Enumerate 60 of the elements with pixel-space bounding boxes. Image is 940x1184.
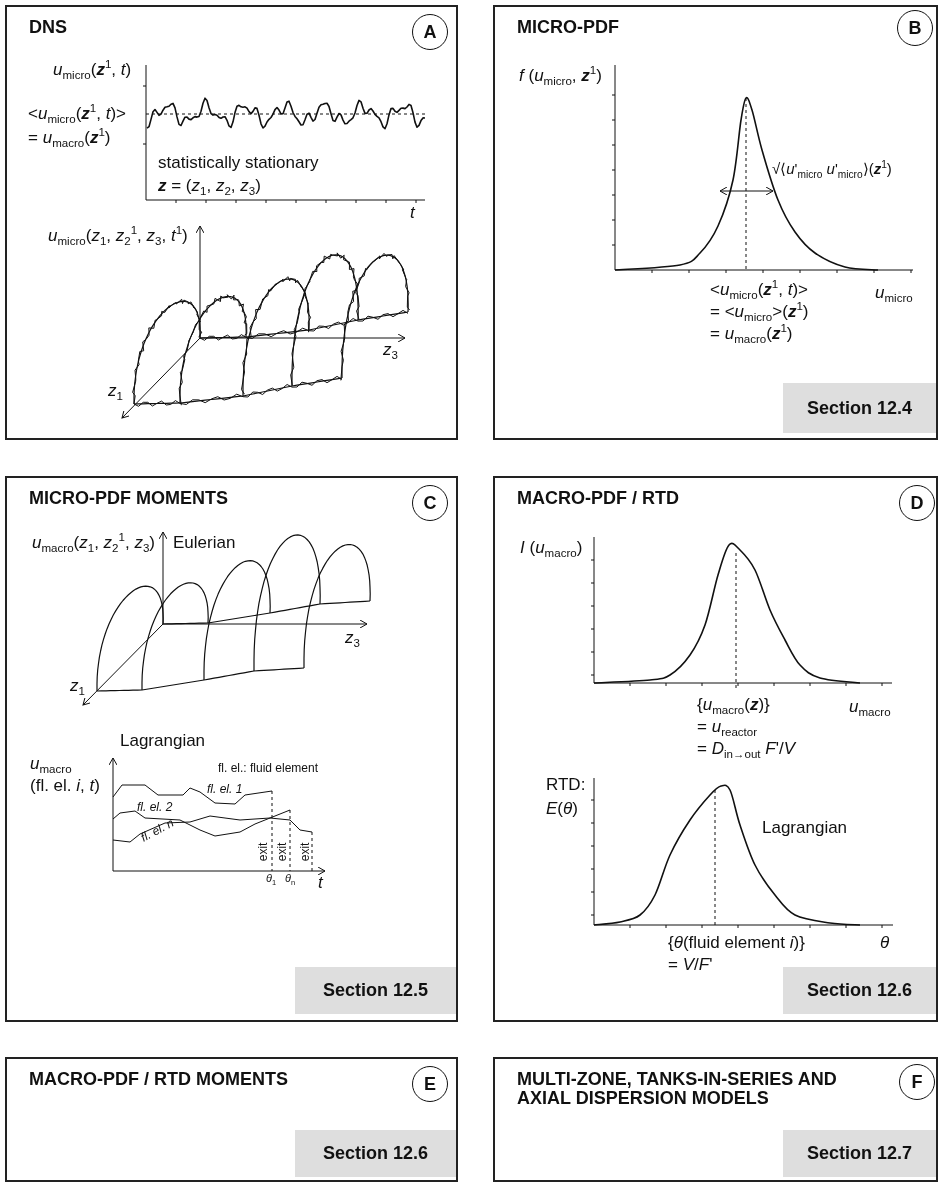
axis-label: (fl. el. i, t)	[30, 776, 100, 796]
axis-label: = u$_{macro}$(z$^{1}$)	[28, 128, 111, 148]
exit-label: exit	[276, 842, 291, 862]
panel	[493, 1057, 938, 1182]
axis-label: = V/F'	[668, 955, 713, 975]
axis-label: u$_{micro}$(z$^{1}$, t)	[53, 60, 132, 80]
annotation: statistically stationary	[158, 153, 319, 173]
axis-label: z$_{1}$	[108, 381, 123, 401]
panel-title: MULTI-ZONE, TANKS-IN-SERIES AND AXIAL DISPERSION MODELS	[517, 1070, 838, 1108]
curve-label: fl. el. n	[138, 816, 177, 846]
axis-label: θ	[880, 933, 890, 953]
axis-label: z$_{3}$	[345, 628, 360, 648]
panel	[493, 476, 938, 1022]
axis-label: I (u$_{macro}$)	[520, 538, 583, 558]
annotation: z = (z$_{1}$, z$_{2}$, z$_{3}$)	[158, 176, 261, 196]
note: fl. el.: fluid element	[218, 762, 319, 776]
axis-label: t	[318, 873, 323, 893]
panel-title: MICRO-PDF MOMENTS	[29, 489, 229, 508]
axis-label: {u$_{macro}$(z)}	[697, 695, 770, 715]
plot-heading: Lagrangian	[120, 731, 206, 751]
axis-label: f (u$_{micro}$, z$^{1}$)	[519, 66, 602, 86]
axis-label: = u$_{macro}$(z$^{1}$)	[710, 324, 793, 344]
axis-label: = <u$_{micro}$>(z$^{1}$)	[710, 302, 809, 322]
axis-label: u$_{macro}$	[30, 754, 72, 774]
panel-title: MACRO-PDF / RTD	[517, 489, 680, 508]
plot-heading: Lagrangian	[762, 818, 848, 838]
exit-label: exit	[257, 842, 272, 862]
axis-tick-label: θ$_{n}$	[285, 872, 296, 885]
section-tag: Section 12.6	[295, 1130, 456, 1177]
axis-label: u$_{macro}$	[849, 697, 891, 717]
panel	[493, 5, 938, 440]
panel	[5, 476, 458, 1022]
spread-label: √⟨u'$_{micro}$ u'$_{micro}$⟩(z$^{1}$)	[772, 160, 892, 178]
panel-title: MACRO-PDF / RTD MOMENTS	[29, 1070, 289, 1089]
axis-label: u$_{micro}$	[875, 283, 913, 303]
section-tag: Section 12.7	[783, 1130, 936, 1177]
axis-label: t	[410, 203, 415, 223]
panel	[5, 5, 458, 440]
axis-label: RTD:	[546, 775, 586, 795]
axis-tick-label: θ$_{1}$	[266, 872, 277, 885]
axis-label: <u$_{micro}$(z$^{1}$, t)>	[710, 280, 808, 300]
axis-label: u$_{macro}$(z$_{1}$, z$_{2}$$^{1}$, z$_{3}$)	[32, 533, 155, 553]
section-tag: Section 12.4	[783, 383, 936, 433]
axis-label: z$_{3}$	[383, 340, 398, 360]
axis-label: z$_{1}$	[70, 676, 85, 696]
axis-label: u$_{micro}$(z$_{1}$, z$_{2}$$^{1}$, z$_{3}$, t$^{1}$)	[48, 226, 188, 246]
axis-label: <u$_{micro}$(z$^{1}$, t)>	[28, 104, 126, 124]
curve-label: fl. el. 2	[137, 801, 173, 815]
section-tag: Section 12.5	[295, 967, 456, 1014]
panel-title: MICRO-PDF	[517, 18, 620, 37]
exit-label: exit	[299, 842, 314, 862]
axis-label: = D$_{in→out}$ F'/V	[697, 739, 795, 759]
panel-title: DNS	[29, 18, 68, 37]
panel	[5, 1057, 458, 1182]
axis-label: {θ(fluid element i)}	[668, 933, 805, 953]
section-tag: Section 12.6	[783, 967, 936, 1014]
axis-label: E(θ)	[546, 799, 578, 819]
curve-label: fl. el. 1	[207, 783, 243, 797]
axis-label: = u$_{reactor}$	[697, 717, 758, 737]
plot-heading: Eulerian	[173, 533, 236, 553]
